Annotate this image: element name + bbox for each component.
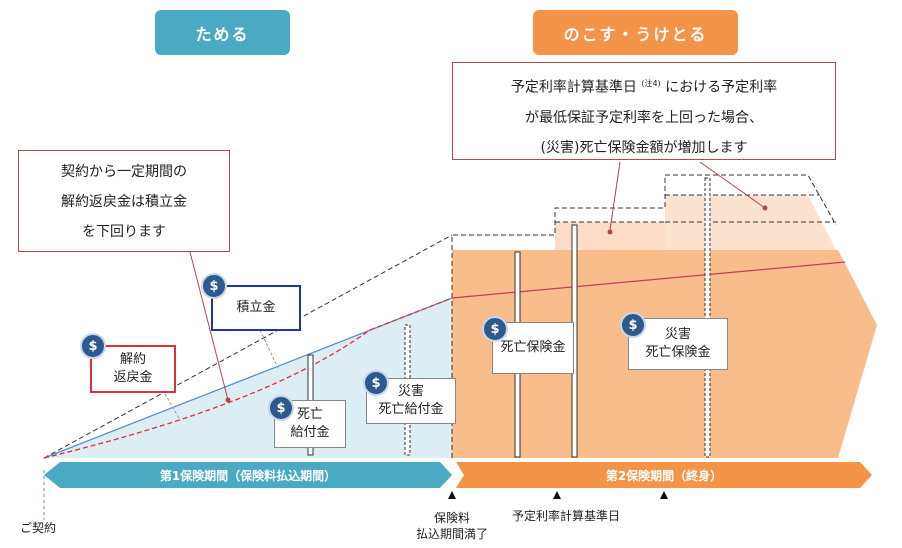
surrender-line bbox=[43, 297, 453, 459]
callout-text: が最低保証予定利率を上回った場合、 bbox=[525, 109, 763, 126]
dashed-step-1 bbox=[451, 174, 837, 458]
box-label: 死亡保険金 bbox=[645, 345, 711, 360]
box-label: 死亡 bbox=[296, 407, 323, 422]
dashed-growth-line bbox=[43, 234, 453, 459]
callout-text: 解約返戻金は積立金 bbox=[61, 194, 187, 210]
reserve-line bbox=[43, 297, 453, 459]
callout-connector-1 bbox=[609, 161, 766, 231]
dashed-line-lower bbox=[555, 194, 836, 223]
period2-label: 第2保険期間（終身） bbox=[605, 468, 723, 483]
premium-end-label: 保険料払込期間満了 bbox=[410, 510, 494, 542]
marker-calc-1 bbox=[553, 491, 561, 499]
dollar-coin-icon: $ bbox=[201, 273, 227, 299]
accident-insurance-arrow-2 bbox=[704, 177, 711, 458]
callout-text: における予定利率 bbox=[665, 79, 778, 96]
callout-connector-2 bbox=[189, 251, 229, 401]
callout-text: (災害)死亡保険金額が増加します bbox=[540, 139, 748, 156]
label-line: 払込期間満了 bbox=[415, 527, 488, 541]
box-label: 返戻金 bbox=[113, 370, 153, 385]
box-label: 死亡給付金 bbox=[378, 402, 444, 417]
period2-bar bbox=[456, 462, 872, 488]
callout-text: を下回ります bbox=[82, 224, 166, 240]
box-label: 給付金 bbox=[290, 425, 330, 440]
box-label: 解約 bbox=[119, 352, 146, 367]
reserve-box: 積立金 bbox=[211, 285, 301, 331]
dollar-coin-icon: $ bbox=[620, 312, 646, 338]
calc-date-label: 予定利率計算基準日 bbox=[512, 509, 621, 523]
box-label: 死亡保険金 bbox=[500, 340, 566, 355]
period1-label: 第1保険期間（保険料払込期間） bbox=[159, 468, 337, 483]
dollar-coin-icon: $ bbox=[482, 316, 508, 342]
leave-receive-header: のこす・うけとる bbox=[533, 10, 738, 55]
box-label: 積立金 bbox=[236, 300, 276, 315]
callout-text: 契約から一定期間の bbox=[61, 164, 187, 180]
contract-label: ご契約 bbox=[20, 521, 57, 535]
label-line: 保険料 bbox=[433, 511, 470, 525]
box-label: 災害 bbox=[664, 327, 691, 342]
marker-calc-2 bbox=[660, 491, 668, 499]
period1-bar bbox=[44, 462, 452, 488]
note-ref: (注4) bbox=[641, 79, 661, 88]
dollar-coin-icon: $ bbox=[80, 333, 106, 359]
dollar-coin-icon: $ bbox=[268, 395, 294, 421]
save-header: ためる bbox=[155, 10, 290, 55]
dollar-coin-icon: $ bbox=[363, 370, 389, 396]
rate-increase-callout: 予定利率計算基準日 (注4) における予定利率 が最低保証予定利率を上回った場合… bbox=[452, 62, 836, 160]
callout-text: 予定利率計算基準日 bbox=[510, 79, 637, 96]
marker-premium-end bbox=[448, 491, 456, 499]
surrender-callout: 契約から一定期間の 解約返戻金は積立金 を下回ります bbox=[18, 150, 230, 252]
surrender-value-box: 解約返戻金 bbox=[90, 345, 176, 393]
box-label: 災害 bbox=[397, 384, 424, 399]
